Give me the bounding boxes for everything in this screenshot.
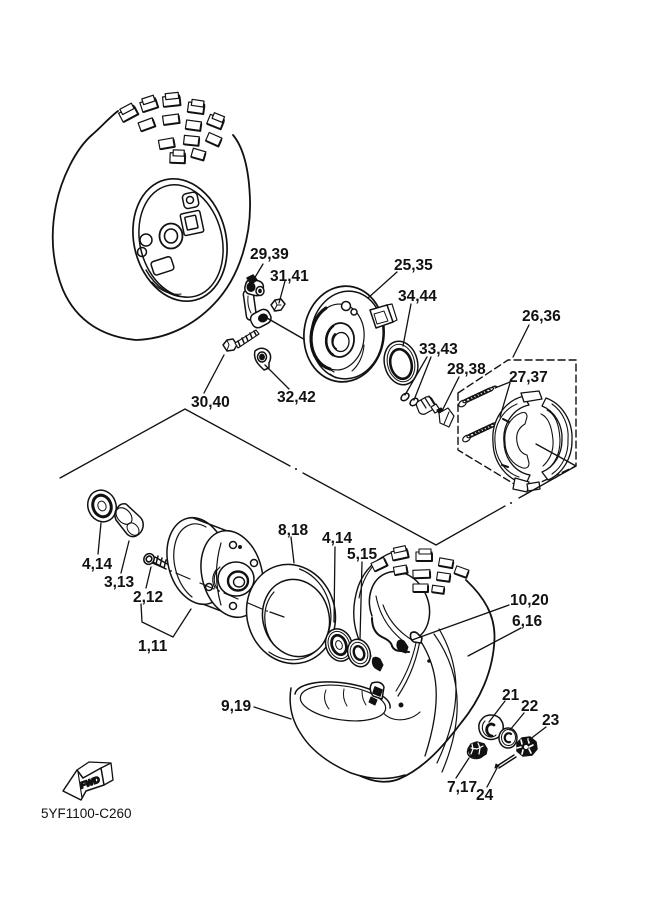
svg-text:28,38: 28,38	[447, 361, 486, 378]
svg-text:34,44: 34,44	[398, 288, 437, 305]
svg-text:10,20: 10,20	[510, 592, 549, 609]
svg-text:32,42: 32,42	[277, 389, 316, 406]
svg-text:23: 23	[542, 712, 560, 729]
svg-text:26,36: 26,36	[522, 308, 561, 325]
svg-text:24: 24	[476, 787, 494, 804]
svg-text:4,14: 4,14	[322, 530, 353, 547]
svg-text:8,18: 8,18	[278, 522, 309, 539]
svg-text:4,14: 4,14	[82, 556, 113, 573]
svg-text:31,41: 31,41	[270, 268, 309, 285]
svg-text:25,35: 25,35	[394, 257, 433, 274]
svg-text:27,37: 27,37	[509, 369, 548, 386]
svg-text:9,19: 9,19	[221, 698, 252, 715]
svg-text:5YF1100-C260: 5YF1100-C260	[41, 806, 132, 821]
svg-text:5,15: 5,15	[347, 546, 378, 563]
svg-text:3,13: 3,13	[104, 574, 135, 591]
svg-text:29,39: 29,39	[250, 246, 289, 263]
svg-text:30,40: 30,40	[191, 394, 230, 411]
svg-text:6,16: 6,16	[512, 613, 543, 630]
svg-text:7,17: 7,17	[447, 779, 477, 796]
svg-text:1,11: 1,11	[138, 638, 168, 655]
svg-text:21: 21	[502, 687, 520, 704]
svg-text:2,12: 2,12	[133, 589, 163, 606]
svg-text:33,43: 33,43	[419, 341, 458, 358]
svg-text:22: 22	[521, 698, 538, 715]
